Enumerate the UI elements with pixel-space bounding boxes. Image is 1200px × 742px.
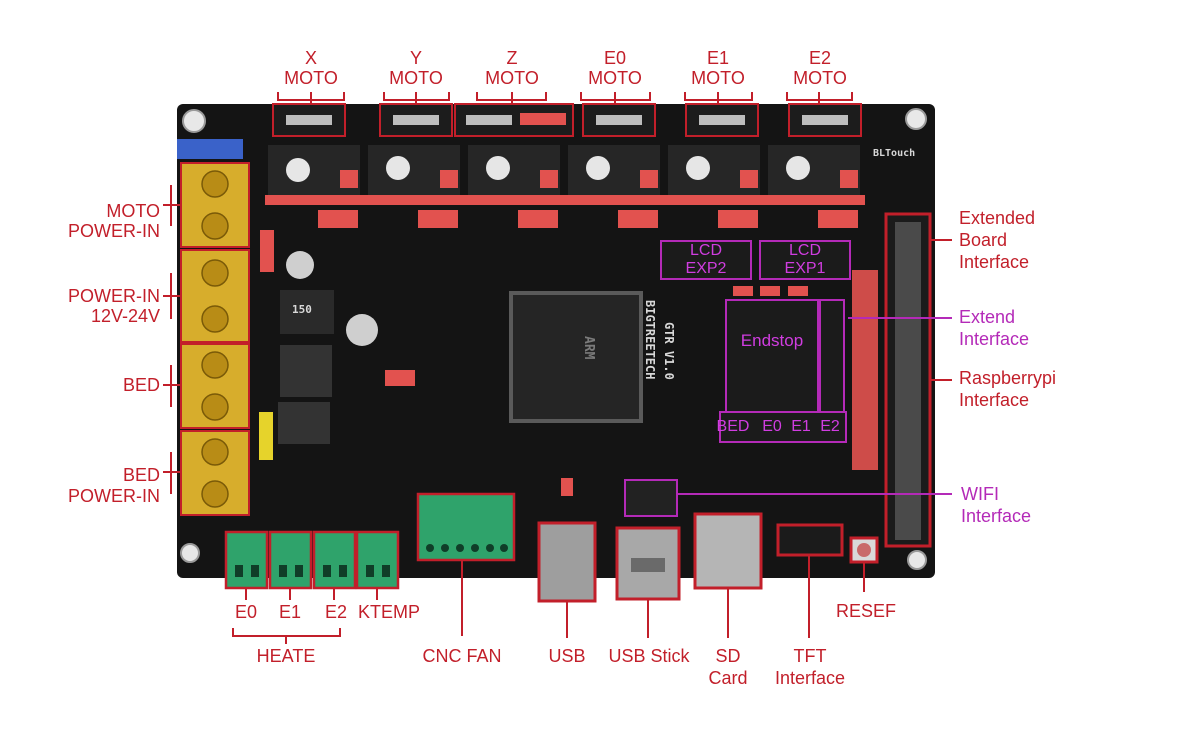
mount-hole-bl [180, 543, 200, 563]
tft-label-2: Interface [774, 668, 846, 688]
tft-box [776, 523, 844, 557]
bltouch-label: BLTouch [873, 148, 916, 159]
cnc-fan-connector [416, 492, 516, 562]
heater-e0 [224, 530, 269, 590]
heater-e1 [268, 530, 313, 590]
motor-z-text: MOTO [485, 68, 539, 88]
reset-label: RESEF [835, 601, 896, 621]
sd-card-label-2: Card [708, 668, 748, 688]
mosfet-2 [278, 402, 330, 444]
motor-e0-axis: E0 [603, 48, 627, 68]
leader-lines-magenta [677, 317, 952, 495]
lcd-exp2-label-2: EXP2 [685, 260, 727, 277]
heater-ktemp [355, 530, 400, 590]
motor-connector-e1 [685, 103, 759, 137]
motor-e1-axis: E1 [706, 48, 730, 68]
lcd-exp2-box [660, 240, 752, 280]
heater-e0-label: E0 [234, 602, 258, 622]
chip-brand: ARM [581, 336, 596, 360]
inductor [280, 290, 334, 334]
motor-x-axis: X [304, 48, 317, 68]
lcd-exp1-box [759, 240, 851, 280]
motor-e0-text: MOTO [588, 68, 642, 88]
cnc-fan-label: CNC FAN [422, 646, 502, 666]
leader-lines-red [163, 92, 952, 644]
heater-e2-label: E2 [324, 602, 348, 622]
wifi-label-2: Interface [961, 506, 1032, 526]
motor-pins [286, 113, 848, 125]
mount-hole-tl [182, 109, 206, 133]
lcd-exp2-label-1: LCD [689, 242, 722, 259]
board-name: BIGTREETECH [643, 300, 657, 380]
sd-card-label-1: SD [715, 646, 741, 666]
endstop-e1-label: E1 [791, 418, 811, 435]
extended-board-label-1: Extended [959, 208, 1036, 228]
endstop-e2-label: E2 [820, 418, 840, 435]
wifi-label-1: WIFI [961, 484, 999, 504]
endstop-e0-label: E0 [762, 418, 782, 435]
motor-e1-text: MOTO [691, 68, 745, 88]
power-in-label-1: POWER-IN [68, 286, 160, 306]
mount-hole-br [907, 550, 927, 570]
extended-board-label-2: Board [959, 230, 1008, 250]
terminal-screws [201, 170, 229, 508]
endstop-area [719, 286, 847, 443]
motor-z-axis: Z [506, 48, 518, 68]
ktemp-label: KTEMP [357, 602, 420, 622]
moto-power-label-1: MOTO [106, 201, 160, 221]
board-model: GTR V1.0 [662, 322, 676, 380]
motor-e2-axis: E2 [808, 48, 832, 68]
motor-x-text: MOTO [284, 68, 338, 88]
mount-hole-tr [905, 108, 927, 130]
inductor-label: 150 [292, 303, 312, 316]
blue-connector [177, 139, 243, 159]
raspberry-label-2: Interface [959, 390, 1030, 410]
fuse-yellow [259, 412, 273, 460]
usb-stick-label: USB Stick [608, 646, 690, 666]
lcd-boxes [660, 240, 851, 280]
usb-label: USB [548, 646, 586, 666]
bed-label: BED [122, 375, 160, 395]
motor-connector-e2 [788, 103, 862, 137]
power-in-label-2: 12V-24V [90, 306, 160, 326]
endstop-label: Endstop [740, 331, 804, 350]
usb-small [561, 478, 573, 496]
bed-power-label-2: POWER-IN [68, 486, 160, 506]
moto-power-label-2: POWER-IN [68, 221, 160, 241]
extended-board-label-3: Interface [959, 252, 1030, 272]
raspberry-pin-column [852, 270, 878, 470]
lcd-exp1-label-1: LCD [788, 242, 821, 259]
lcd-exp1-label-2: EXP1 [784, 260, 826, 277]
capacitor-2 [346, 314, 378, 346]
extend-interface-label-2: Interface [959, 329, 1030, 349]
sd-card-box [693, 512, 763, 590]
bed-power-label-1: BED [122, 465, 160, 485]
ext-header-pins [895, 222, 921, 540]
tft-label-1: TFT [793, 646, 827, 666]
jumper-headers [260, 170, 865, 272]
raspberry-label-1: Raspberrypi [959, 368, 1057, 388]
endstop-bed-label: BED [716, 418, 750, 435]
extend-interface-label-1: Extend [959, 307, 1016, 327]
motor-y-axis: Y [409, 48, 422, 68]
heater-e2 [312, 530, 357, 590]
capacitor-1 [286, 251, 314, 279]
motor-e2-text: MOTO [793, 68, 847, 88]
mcu-chip [509, 291, 643, 423]
wifi-box [624, 479, 678, 517]
usb-box [537, 521, 597, 603]
led-block [385, 370, 415, 386]
mosfet-1 [280, 345, 332, 397]
heater-e1-label: E1 [278, 602, 302, 622]
heate-label: HEATE [256, 646, 316, 666]
motor-y-text: MOTO [389, 68, 443, 88]
green-connector-holes [235, 544, 508, 577]
